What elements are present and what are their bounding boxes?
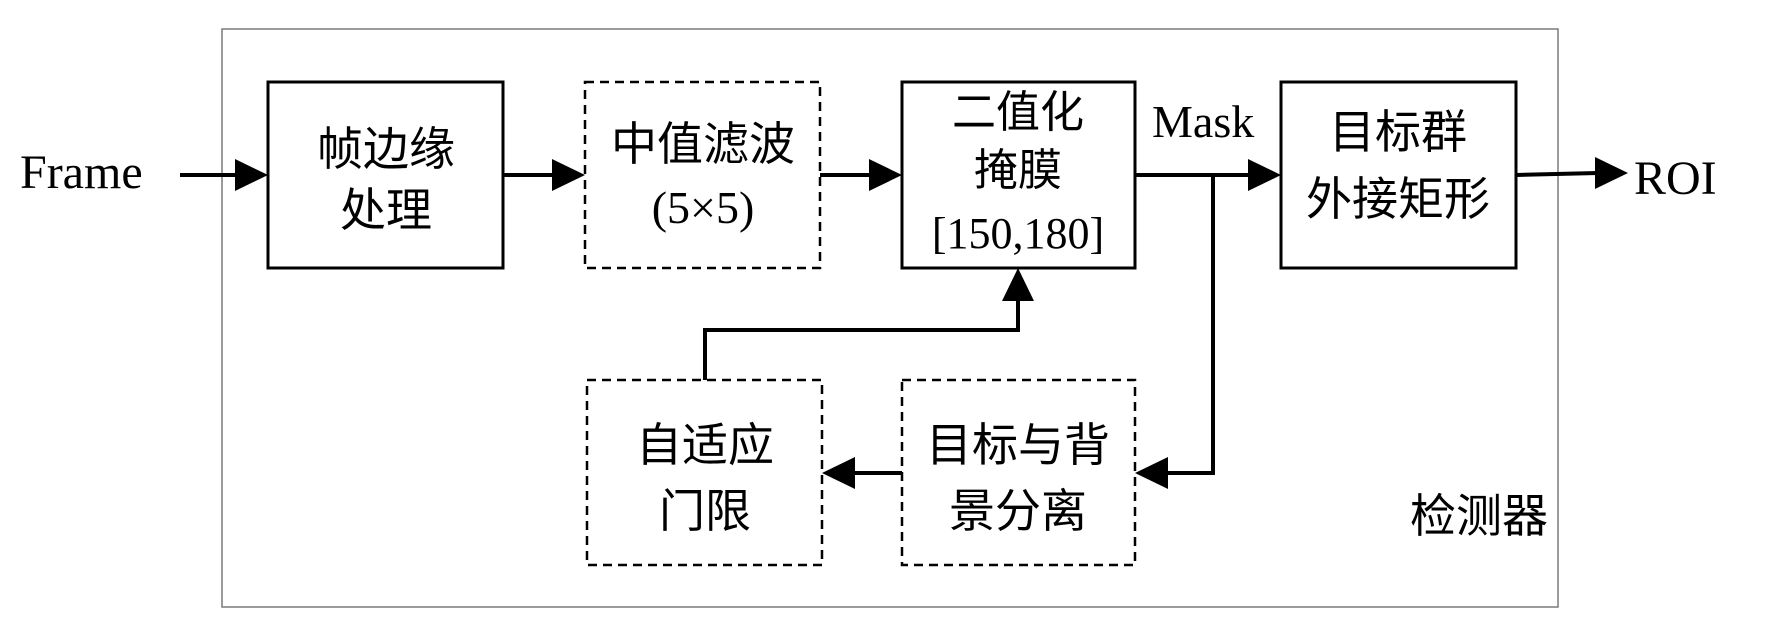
arrow-binarize-to-bbox [1135, 159, 1281, 191]
block-edge-processing-line1: 帧边缘 [317, 124, 455, 175]
arrow-median-to-binarize [820, 159, 902, 191]
arrow-frame-to-edge [180, 159, 268, 191]
block-target-bbox-line1: 目标群 [1329, 107, 1467, 158]
arrow-edge-to-median [503, 159, 585, 191]
block-adaptive-threshold: 自适应 门限 [585, 378, 824, 567]
block-separation-line1: 目标与背 [926, 420, 1110, 471]
block-separation-line2: 景分离 [949, 486, 1087, 537]
arrow-separation-to-threshold [822, 457, 902, 489]
input-label-frame: Frame [20, 146, 143, 199]
arrow-mask-to-separation [1135, 175, 1215, 489]
block-binarize-mask-line3: [150,180] [932, 209, 1104, 258]
block-binarize-mask: 二值化 掩膜 [150,180] [900, 80, 1137, 270]
block-median-filter-line2: (5×5) [652, 182, 755, 233]
mask-label: Mask [1152, 96, 1254, 147]
arrow-bbox-to-roi [1515, 157, 1628, 189]
detector-label: 检测器 [1410, 491, 1548, 542]
block-target-bbox: 目标群 外接矩形 [1279, 80, 1518, 270]
output-label-roi: ROI [1634, 152, 1717, 205]
block-edge-processing-line2: 处理 [340, 185, 432, 236]
block-median-filter-line1: 中值滤波 [611, 119, 795, 170]
block-binarize-mask-line1: 二值化 [952, 88, 1084, 137]
block-binarize-mask-line2: 掩膜 [974, 146, 1062, 195]
detector-container [221, 28, 1559, 608]
block-adaptive-threshold-line1: 自适应 [636, 420, 774, 471]
block-target-bbox-line2: 外接矩形 [1306, 174, 1490, 225]
arrow-threshold-to-binarize [703, 268, 1034, 380]
block-edge-processing: 帧边缘 处理 [266, 80, 505, 270]
block-target-background-separation: 目标与背 景分离 [900, 378, 1137, 567]
block-median-filter: 中值滤波 (5×5) [583, 80, 822, 270]
block-adaptive-threshold-line2: 门限 [659, 486, 751, 537]
